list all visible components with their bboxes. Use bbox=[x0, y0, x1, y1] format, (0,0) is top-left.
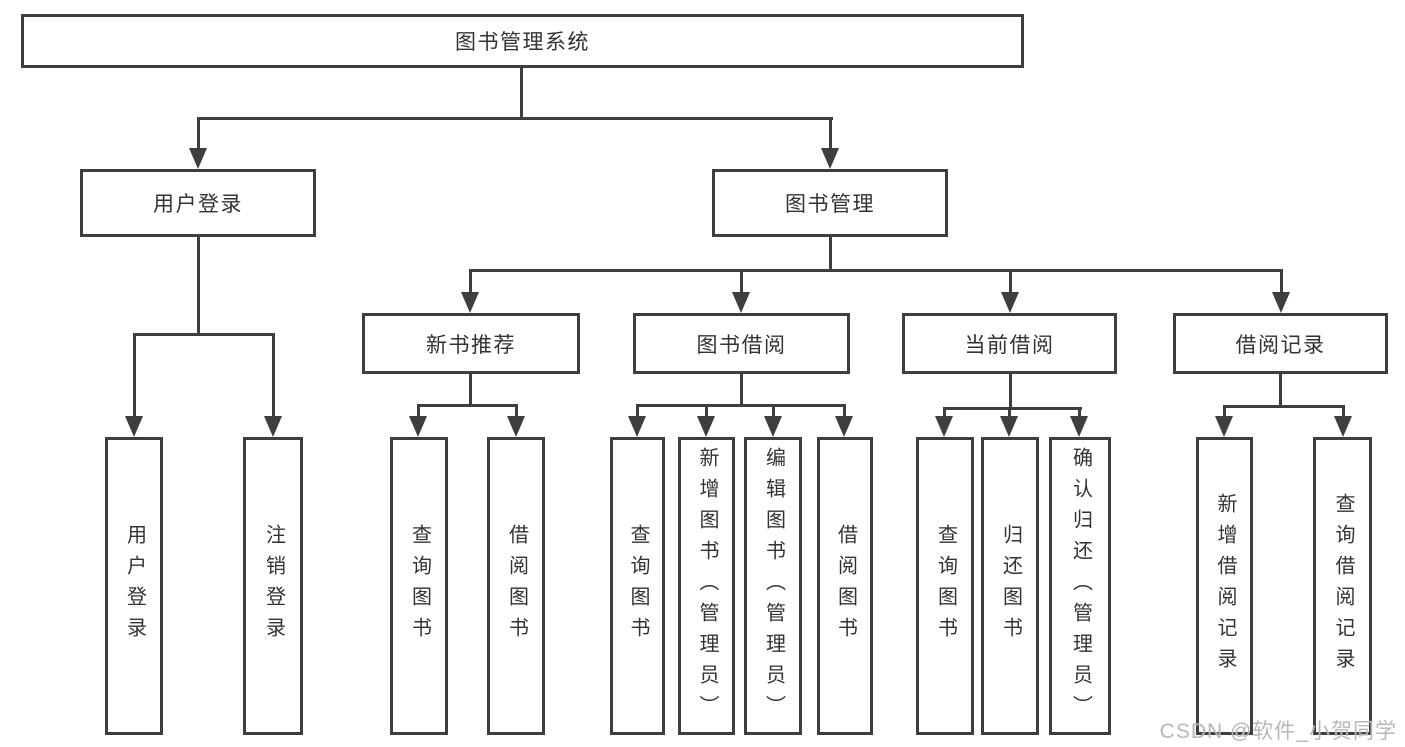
connector-line bbox=[469, 374, 472, 406]
connector-line bbox=[197, 237, 200, 335]
leaf-label: 编辑图书（管理员） bbox=[762, 446, 785, 726]
connector-line bbox=[1008, 407, 1011, 416]
arrow-down-icon bbox=[409, 416, 427, 437]
connector-line bbox=[1009, 269, 1012, 292]
leaf-confirm-return-admin: 确认归还（管理员） bbox=[1049, 437, 1111, 735]
arrow-down-icon bbox=[1215, 416, 1233, 437]
leaf-label: 用户登录 bbox=[123, 524, 146, 648]
connector-line bbox=[272, 333, 275, 417]
arrow-down-icon bbox=[764, 416, 782, 437]
arrow-down-icon bbox=[1334, 416, 1352, 437]
arrow-down-icon bbox=[264, 416, 282, 437]
leaf-borrow-books-borrowing: 借阅图书 bbox=[817, 437, 873, 735]
connector-line bbox=[636, 404, 846, 407]
leaf-label: 新增借阅记录 bbox=[1214, 493, 1236, 679]
connector-line bbox=[197, 117, 200, 150]
leaf-return-books: 归还图书 bbox=[981, 437, 1039, 735]
node-book-management: 图书管理 bbox=[712, 169, 948, 237]
node-current-borrowing: 当前借阅 bbox=[902, 313, 1117, 374]
connector-line bbox=[843, 404, 846, 416]
connector-line bbox=[1223, 405, 1345, 408]
leaf-query-books-borrowing: 查询图书 bbox=[610, 437, 665, 735]
arrow-down-icon bbox=[732, 292, 750, 313]
leaf-query-books-current: 查询图书 bbox=[916, 437, 974, 735]
leaf-logout: 注销登录 bbox=[243, 437, 303, 735]
connector-line bbox=[943, 407, 946, 416]
leaf-label: 查询借阅记录 bbox=[1332, 493, 1354, 679]
connector-line bbox=[1078, 407, 1081, 416]
connector-line bbox=[740, 269, 743, 292]
connector-line bbox=[197, 117, 833, 120]
leaf-label: 归还图书 bbox=[999, 524, 1022, 648]
connector-line bbox=[515, 404, 518, 416]
arrow-down-icon bbox=[628, 416, 646, 437]
connector-line bbox=[636, 404, 639, 416]
connector-line bbox=[829, 237, 832, 272]
connector-line bbox=[133, 333, 136, 417]
leaf-label: 新增图书（管理员） bbox=[696, 446, 718, 726]
leaf-add-books-admin: 新增图书（管理员） bbox=[678, 437, 735, 735]
leaf-label: 借阅图书 bbox=[505, 524, 528, 648]
arrow-down-icon bbox=[1272, 292, 1290, 313]
leaf-borrow-books-recommend: 借阅图书 bbox=[487, 437, 545, 735]
arrow-down-icon bbox=[189, 148, 207, 169]
connector-line bbox=[1279, 374, 1282, 407]
connector-line bbox=[1342, 405, 1345, 416]
connector-line bbox=[829, 117, 832, 150]
node-borrowing-records: 借阅记录 bbox=[1173, 313, 1388, 374]
node-library-system: 图书管理系统 bbox=[21, 14, 1024, 68]
node-book-borrowing: 图书借阅 bbox=[633, 313, 850, 374]
arrow-down-icon bbox=[507, 416, 525, 437]
connector-line bbox=[1280, 269, 1283, 292]
arrow-down-icon bbox=[1070, 416, 1088, 437]
arrow-down-icon bbox=[125, 416, 143, 437]
leaf-label: 查询图书 bbox=[408, 524, 431, 648]
leaf-edit-books-admin: 编辑图书（管理员） bbox=[744, 437, 802, 735]
leaf-label: 借阅图书 bbox=[834, 524, 857, 648]
connector-line bbox=[417, 404, 518, 407]
arrow-down-icon bbox=[697, 416, 715, 437]
leaf-add-borrow-record: 新增借阅记录 bbox=[1196, 437, 1253, 735]
connector-line bbox=[705, 404, 708, 416]
connector-line bbox=[1009, 374, 1012, 409]
leaf-label: 查询图书 bbox=[627, 524, 649, 648]
leaf-user-login: 用户登录 bbox=[105, 437, 163, 735]
leaf-query-borrow-record: 查询借阅记录 bbox=[1313, 437, 1372, 735]
connector-line bbox=[943, 407, 1082, 410]
leaf-label: 查询图书 bbox=[934, 524, 957, 648]
connector-line bbox=[740, 374, 743, 406]
node-user-login: 用户登录 bbox=[80, 169, 316, 237]
arrow-down-icon bbox=[821, 148, 839, 169]
watermark: CSDN @软件_小贺同学 bbox=[1159, 720, 1397, 743]
connector-line bbox=[772, 404, 775, 416]
connector-line bbox=[469, 269, 472, 292]
connector-line bbox=[1223, 405, 1226, 416]
connector-line bbox=[133, 333, 275, 336]
node-new-book-recommend: 新书推荐 bbox=[362, 313, 580, 374]
leaf-query-books-recommend: 查询图书 bbox=[390, 437, 448, 735]
arrow-down-icon bbox=[1000, 416, 1018, 437]
arrow-down-icon bbox=[1001, 292, 1019, 313]
leaf-label: 注销登录 bbox=[262, 524, 285, 648]
arrow-down-icon bbox=[461, 292, 479, 313]
arrow-down-icon bbox=[935, 416, 953, 437]
connector-line bbox=[469, 269, 1283, 272]
connector-line bbox=[520, 68, 523, 118]
leaf-label: 确认归还（管理员） bbox=[1069, 446, 1092, 726]
connector-line bbox=[417, 404, 420, 416]
arrow-down-icon bbox=[835, 416, 853, 437]
